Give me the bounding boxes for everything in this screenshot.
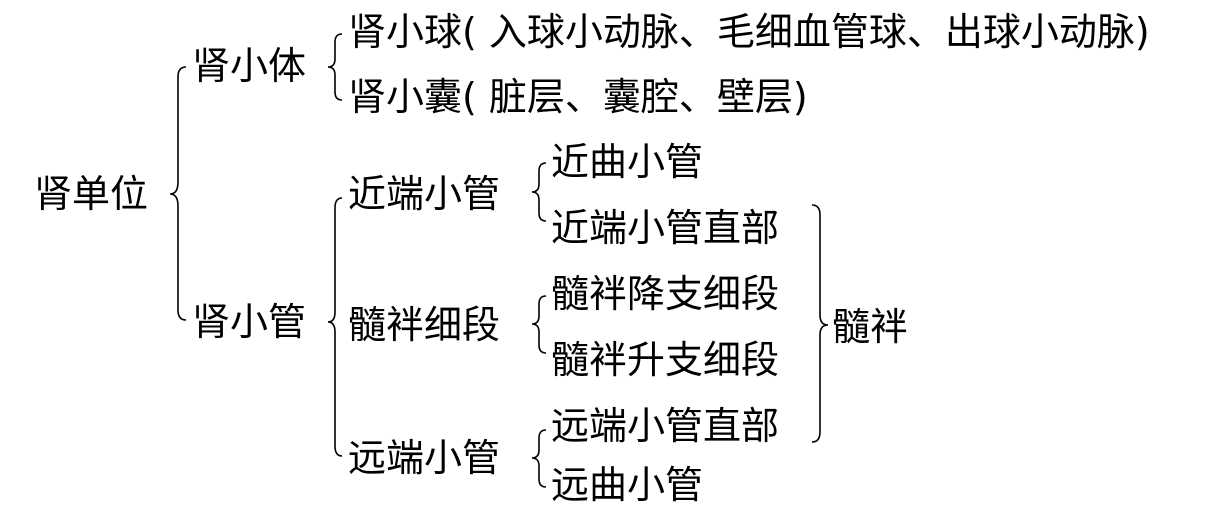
glomerulus-label: 肾小球( 入球小动脉、毛细血管球、出球小动脉): [348, 10, 1150, 54]
tubule-label: 肾小管: [192, 300, 307, 344]
distal-tubule-label: 远端小管: [348, 436, 501, 480]
distal-convoluted-label: 远曲小管: [551, 463, 704, 507]
ascending-thin-label: 髓袢升支细段: [551, 338, 780, 382]
root-label: 肾单位: [34, 172, 149, 216]
loop-of-henle-label: 髓袢: [832, 305, 909, 349]
capsule-label: 肾小囊( 脏层、囊腔、壁层): [348, 75, 808, 119]
proximal-tubule-label: 近端小管: [348, 172, 501, 216]
thin-segment-label: 髓袢细段: [348, 303, 501, 347]
tubule-brace: [327, 197, 343, 457]
thin-brace: [531, 295, 547, 354]
distal-brace: [531, 429, 547, 488]
proximal-brace: [531, 162, 547, 222]
loop-brace: [811, 204, 829, 443]
descending-thin-label: 髓袢降支细段: [551, 272, 780, 316]
corpuscle-label: 肾小体: [192, 44, 307, 88]
root-brace: [169, 66, 187, 321]
corpuscle-brace: [327, 33, 343, 101]
proximal-straight-label: 近端小管直部: [551, 206, 780, 250]
distal-straight-label: 远端小管直部: [551, 404, 780, 448]
proximal-convoluted-label: 近曲小管: [551, 140, 704, 184]
